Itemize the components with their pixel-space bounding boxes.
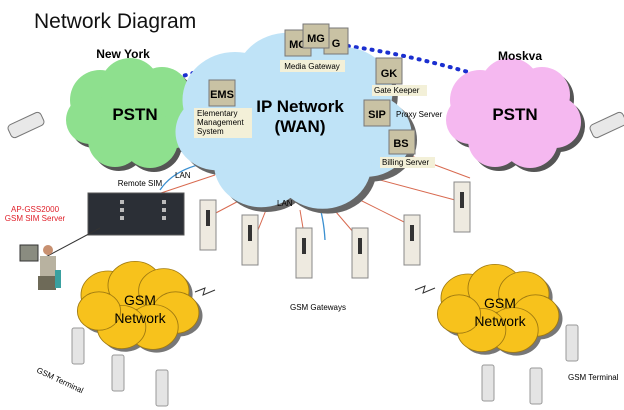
mg-label-1: MG bbox=[289, 39, 307, 51]
ip-network-label: IP Network bbox=[256, 97, 344, 116]
server-box-bs bbox=[388, 129, 416, 155]
site-new-york: New York bbox=[96, 47, 150, 61]
servers: G MG MG Media Gateway GK Gate Keeper SIP… bbox=[194, 23, 443, 168]
gsm-left-label-1: GSM bbox=[124, 292, 156, 308]
remote-sim-label: Remote SIM bbox=[118, 179, 163, 188]
ems-label: EMS bbox=[210, 89, 234, 101]
billing-server-label: Billing Server bbox=[382, 158, 429, 167]
pstn-left-label: PSTN bbox=[112, 105, 157, 124]
gate-keeper-label: Gate Keeper bbox=[374, 86, 420, 95]
ems-desc-1: Elementary bbox=[197, 109, 237, 118]
ems-desc-2: Management bbox=[197, 118, 244, 127]
bs-label: BS bbox=[393, 138, 408, 150]
pstn-right-label: PSTN bbox=[492, 105, 537, 124]
operator-workstation-icon bbox=[19, 244, 61, 290]
server-box-sip bbox=[363, 99, 391, 127]
site-moskva: Moskva bbox=[498, 49, 542, 63]
gsm-left-label-2: Network bbox=[114, 310, 166, 326]
sim-server-label-1: AP-GSS2000 bbox=[11, 205, 60, 214]
server-box-ems bbox=[208, 79, 236, 107]
sim-server-label-2: GSM SIM Server bbox=[5, 214, 66, 223]
media-gateway-label: Media Gateway bbox=[284, 62, 340, 71]
gsm-terminals bbox=[71, 324, 579, 407]
wireless-link-right-icon bbox=[414, 285, 436, 294]
gk-label: GK bbox=[381, 68, 398, 80]
gsm-gateways bbox=[199, 181, 471, 279]
wan-label: (WAN) bbox=[275, 117, 326, 136]
gsm-right-label-2: Network bbox=[474, 313, 526, 329]
server-box-gk bbox=[375, 57, 403, 85]
gsm-gateways-label: GSM Gateways bbox=[290, 303, 346, 312]
lan-label-1: LAN bbox=[175, 171, 191, 180]
wireless-link-left-icon bbox=[194, 287, 216, 296]
mg-label-2: MG bbox=[307, 33, 325, 45]
gsm-right-label-1: GSM bbox=[484, 295, 516, 311]
operator-link bbox=[39, 227, 101, 261]
gsm-terminal-label-right: GSM Terminal bbox=[568, 373, 619, 382]
lan-label-2: LAN bbox=[277, 199, 293, 208]
desk-phone-left-icon bbox=[7, 111, 45, 139]
desk-phone-right-icon bbox=[589, 111, 624, 139]
server-box-mg-2 bbox=[302, 23, 330, 49]
sim-server-rack bbox=[87, 192, 185, 236]
diagram-title: Network Diagram bbox=[34, 10, 196, 33]
gsm-terminal-label-left: GSM Terminal bbox=[35, 366, 85, 396]
sip-label: SIP bbox=[368, 109, 386, 121]
ems-desc-3: System bbox=[197, 127, 224, 136]
mg-partial-label: G bbox=[332, 38, 341, 50]
proxy-server-label: Proxy Server bbox=[396, 110, 443, 119]
